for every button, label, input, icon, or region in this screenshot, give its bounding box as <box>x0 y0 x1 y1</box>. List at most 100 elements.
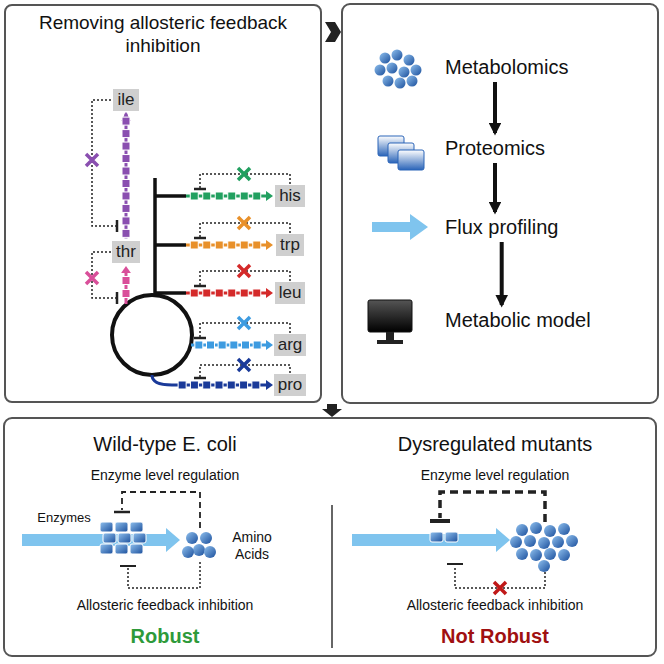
inhibition-bar <box>194 337 206 340</box>
enzyme-step <box>240 289 248 297</box>
inhibition-bar <box>194 285 206 288</box>
enzyme-step <box>122 117 130 125</box>
pathway-line <box>125 270 128 304</box>
branch-line <box>155 194 186 198</box>
metabolite-dot <box>375 65 386 76</box>
enzyme-icon <box>130 544 143 554</box>
monitor-stand <box>386 332 394 340</box>
enzyme-step <box>203 192 211 200</box>
flow-arrow <box>322 404 342 417</box>
connector-arrow <box>500 242 504 305</box>
enzyme-step <box>122 142 130 150</box>
enzyme-step <box>190 192 198 200</box>
enzyme-step <box>122 229 130 237</box>
arrow-head <box>121 266 131 273</box>
enzyme-icon <box>118 533 131 543</box>
amino-acid-dot <box>200 532 212 544</box>
amino-acid-dot <box>186 532 198 544</box>
enzyme-icon <box>100 544 113 554</box>
arrow-head <box>266 288 273 298</box>
node-label: Enzymes <box>29 510 99 526</box>
enzyme-step <box>215 381 223 389</box>
branch-line <box>155 243 186 247</box>
enzyme-step <box>203 289 211 297</box>
enzyme-step <box>122 192 130 200</box>
metabolite-dot <box>380 53 391 64</box>
amino-acid-dot <box>538 560 550 572</box>
amino-acid-dot <box>193 544 205 556</box>
enzyme-icon <box>133 533 146 543</box>
enzyme-step <box>228 289 236 297</box>
removed-mark <box>494 582 506 594</box>
node-label: Not Robust <box>395 624 595 648</box>
feedback-line <box>122 492 200 528</box>
metabolite-dot <box>395 78 406 89</box>
enzyme-step <box>253 192 261 200</box>
inhibition-bar <box>447 563 463 565</box>
arrow-head <box>266 340 273 350</box>
enzyme-step <box>228 241 236 249</box>
amino-acid-dot <box>558 549 570 561</box>
amino-acid-box: leu <box>275 282 306 303</box>
enzyme-step <box>178 381 186 389</box>
removed-mark <box>238 265 250 277</box>
amino-acid-dot <box>552 536 564 548</box>
method-step: Flux profiling <box>445 215 558 239</box>
metabolite-dot <box>387 63 398 74</box>
node-label: Flux profiling <box>445 216 558 238</box>
amino-acid-box: pro <box>274 374 307 395</box>
amino-acid-dot <box>566 535 578 547</box>
inhibition-bar <box>430 519 450 523</box>
arrow-head <box>266 240 273 250</box>
panel: ilehisthrtrpleuargproRemoving allosteric… <box>4 4 322 403</box>
node-label: Dysregulated mutants <box>345 432 645 456</box>
node-label: Allosteric feedback inhibition <box>25 597 305 614</box>
connector-arrow <box>493 82 497 133</box>
enzyme-step <box>122 179 130 187</box>
enzyme-step <box>253 341 261 349</box>
inhibition-bar <box>116 220 119 232</box>
enzyme-step <box>228 192 236 200</box>
node-label: thr <box>116 242 136 261</box>
amino-acid-dot <box>204 546 216 558</box>
enzyme-step <box>242 341 250 349</box>
inhibition-bar <box>116 292 119 304</box>
inhibition-bar <box>114 511 130 514</box>
enzyme-step <box>122 277 130 285</box>
enzyme-step <box>190 241 198 249</box>
metabolite-dot <box>407 76 418 87</box>
enzyme-step <box>218 341 226 349</box>
amino-acid-box: ile <box>113 89 138 110</box>
node-label: Metabolomics <box>445 56 568 78</box>
comparison-half: Dysregulated mutantsEnzyme level regulat… <box>334 418 656 660</box>
removed-mark <box>238 168 250 180</box>
feedback-line <box>128 562 200 588</box>
enzyme-step <box>215 289 223 297</box>
panel-outline <box>342 4 658 403</box>
amino-acid-dot <box>538 537 550 549</box>
inhibition-bar <box>194 377 206 380</box>
feedback-line <box>440 492 545 522</box>
flux-arrow <box>352 528 510 552</box>
metabolite-dot <box>411 65 422 76</box>
metabolite-dot <box>404 55 415 66</box>
amino-acid-dot <box>558 523 570 535</box>
enzyme-step <box>195 341 203 349</box>
method-step: Proteomics <box>445 136 545 160</box>
removed-mark <box>238 317 250 329</box>
divider <box>331 505 333 648</box>
enzyme-step <box>240 381 248 389</box>
node-label: Amino Acids <box>222 529 282 563</box>
enzyme-icon <box>445 532 458 542</box>
monitor-base <box>377 340 403 344</box>
amino-acid-dot <box>516 524 528 536</box>
amino-acid-box: arg <box>274 334 307 355</box>
enzyme-icon <box>430 532 443 542</box>
amino-acid-dot <box>510 536 522 548</box>
node-label: Enzyme level regulation <box>35 467 295 484</box>
enzyme-step <box>240 241 248 249</box>
amino-acid-box: trp <box>276 234 304 255</box>
enzyme-step <box>122 155 130 163</box>
